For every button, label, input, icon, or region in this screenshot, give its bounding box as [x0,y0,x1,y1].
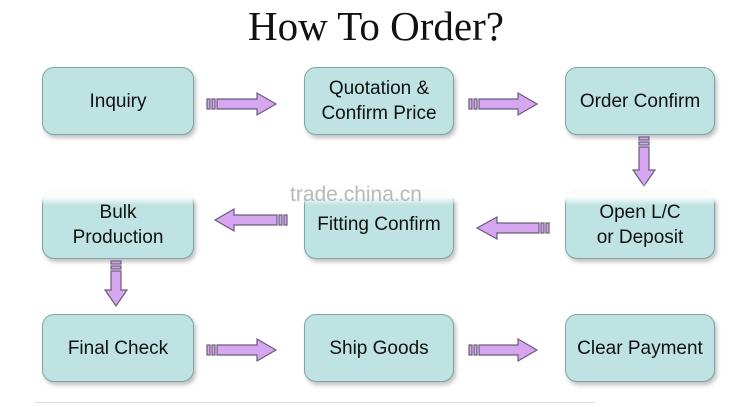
arrow-down-icon [631,136,657,188]
step-inquiry-label: Inquiry [89,90,147,112]
step-quotation-label: Quotation & Confirm Price [321,78,437,124]
arrow-right-icon [206,91,278,117]
watermark: trade.china.cn [290,183,422,206]
step-bulk-production-label: Bulk Production [72,201,164,248]
watermark-band [0,183,752,205]
step-order-confirm: Order Confirm [565,67,715,135]
step-fitting-confirm-label: Fitting Confirm [317,214,441,235]
step-ship-goods-label: Ship Goods [329,337,429,359]
step-clear-payment: Clear Payment [565,314,715,382]
step-order-confirm-label: Order Confirm [579,90,701,112]
arrow-right-icon [206,337,278,363]
step-quotation: Quotation & Confirm Price [304,67,454,135]
arrow-right-icon [468,91,539,117]
arrow-down-icon [103,260,129,308]
page-title: How To Order? [248,3,504,49]
step-open-lc-label: Open L/C or Deposit [596,201,684,248]
arrow-right-icon [468,337,539,363]
step-final-check: Final Check [42,314,194,382]
step-clear-payment-label: Clear Payment [577,337,703,359]
step-ship-goods: Ship Goods [304,314,454,382]
arrow-left-icon [213,207,288,233]
step-final-check-label: Final Check [67,337,169,359]
arrow-left-icon [475,215,550,241]
step-inquiry: Inquiry [42,67,194,135]
bottom-divider [35,402,595,403]
